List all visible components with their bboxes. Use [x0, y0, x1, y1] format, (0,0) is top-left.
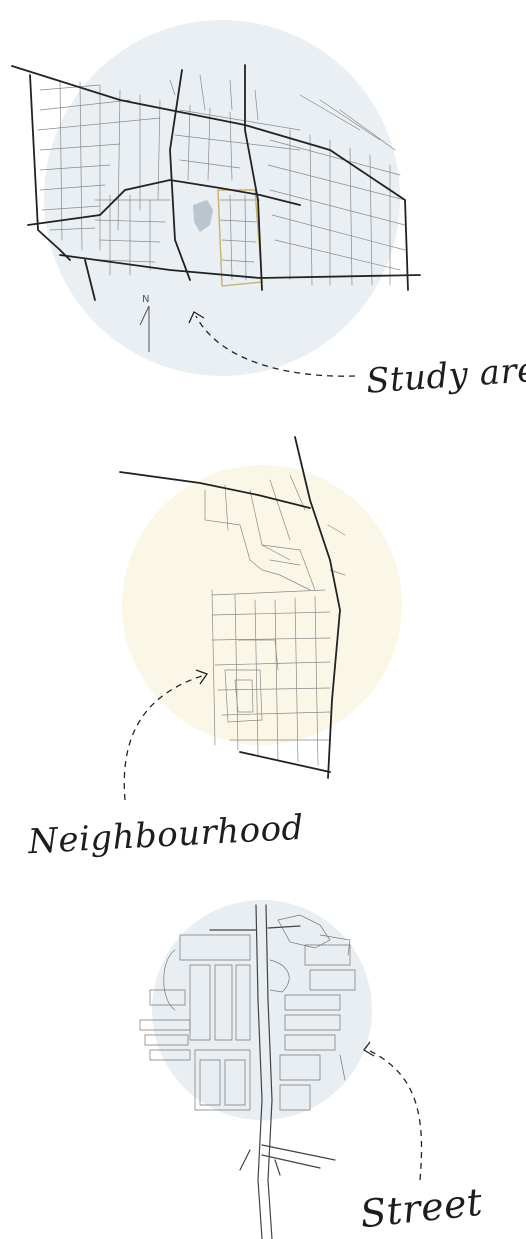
north-arrow — [139, 305, 150, 352]
street-arrow — [363, 1041, 423, 1181]
water-body — [193, 200, 213, 232]
study-area-section — [11, 20, 421, 377]
neighbourhood-map — [119, 436, 346, 779]
street-map — [139, 904, 356, 1239]
street-main-road — [209, 904, 336, 1239]
study-area-street-grid — [37, 74, 406, 286]
study-area-circle — [44, 20, 400, 376]
north-label: N — [142, 294, 150, 305]
study-area-map — [11, 64, 421, 301]
neighbourhood-section — [119, 436, 402, 801]
street-buildings — [139, 914, 356, 1111]
neighbourhood-street-grid — [204, 474, 346, 766]
street-section — [139, 900, 423, 1239]
study-area-arrow — [188, 311, 356, 377]
study-area-major-roads — [11, 64, 421, 301]
neighbourhood-circle — [122, 465, 402, 745]
neighbourhood-major-roads — [119, 436, 341, 779]
street-circle — [152, 900, 372, 1120]
neighbourhood-arrow — [123, 669, 209, 801]
